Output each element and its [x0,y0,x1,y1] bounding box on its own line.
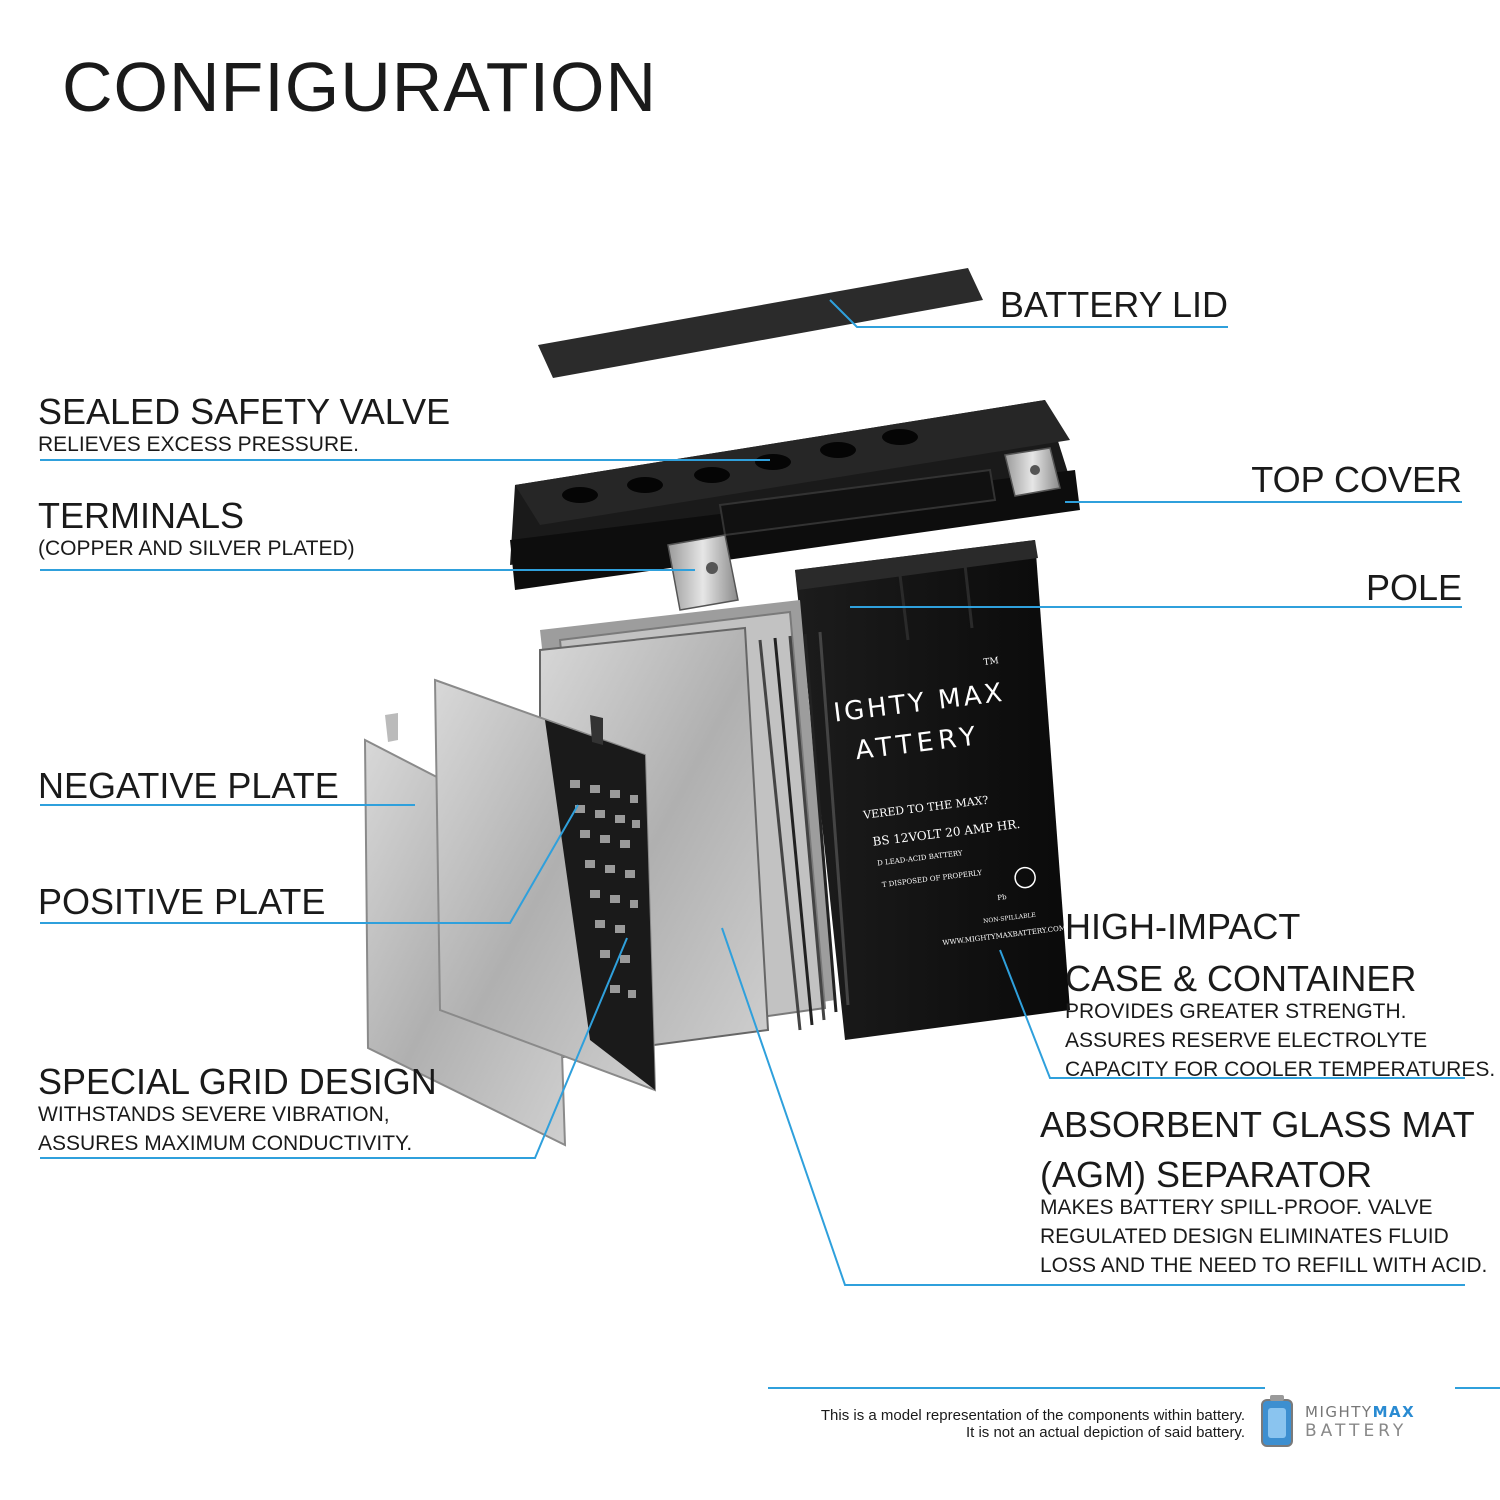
battery-lid [538,268,983,378]
brand-battery: BATTERY [1305,1421,1408,1441]
recycle-icon [1014,866,1036,889]
leader-high-impact [999,949,1465,1079]
positive-plate [433,678,657,1092]
terminal-negative [667,534,739,611]
label-pb: Pb [997,893,1008,902]
sealed-safety-valve-heading: SEALED SAFETY VALVE [38,391,451,432]
disclaimer-line-1: This is a model representation of the co… [820,1407,1245,1424]
callout-battery-lid: BATTERY LID [1000,286,1228,324]
brand-mighty: MIGHTY [1305,1403,1373,1421]
page-title: CONFIGURATION [62,48,658,126]
agm-sub-1: MAKES BATTERY SPILL-PROOF. VALVE [1040,1195,1433,1219]
leader-agm [721,927,1465,1286]
high-impact-heading-2: CASE & CONTAINER [1065,957,1417,999]
valve-caps [562,429,918,503]
positive-plate-heading: POSITIVE PLATE [38,881,326,922]
top-cover [510,400,1080,590]
high-impact-sub-2: ASSURES RESERVE ELECTROLYTE [1065,1028,1428,1052]
brand-logo: MIGHTYMAX BATTERY [1305,1405,1415,1440]
high-impact-heading-1: HIGH-IMPACT [1065,906,1301,947]
special-grid-sub-1: WITHSTANDS SEVERE VIBRATION, [38,1102,390,1126]
top-cover-heading: TOP COVER [1251,459,1462,500]
high-impact-sub-3: CAPACITY FOR COOLER TEMPERATURES. [1065,1057,1496,1081]
terminals-sub: (COPPER AND SILVER PLATED) [38,536,355,560]
special-grid-heading: SPECIAL GRID DESIGN [38,1061,437,1102]
special-grid-sub-2: ASSURES MAXIMUM CONDUCTIVITY. [38,1131,413,1155]
agm-heading-2: (AGM) SEPARATOR [1040,1153,1373,1195]
battery-icon [1261,1395,1293,1447]
grid-pattern [570,780,640,998]
agm-sub-2: REGULATED DESIGN ELIMINATES FLUID [1040,1224,1449,1248]
terminal-positive [1004,447,1061,497]
leader-positive-plate [40,804,579,924]
disclaimer: This is a model representation of the co… [820,1407,1245,1441]
leader-special-grid [40,937,628,1159]
leader-lines [40,299,1500,1389]
disclaimer-line-2: It is not an actual depiction of said ba… [965,1423,1245,1441]
battery-case [795,540,1070,1040]
callout-terminals: TERMINALS (COPPER AND SILVER PLATED) [38,497,355,564]
negative-plate-heading: NEGATIVE PLATE [38,765,339,806]
high-impact-sub-1: PROVIDES GREATER STRENGTH. [1065,999,1407,1023]
label-tm: TM [983,656,999,668]
battery-lid-heading: BATTERY LID [999,284,1228,325]
agm-sub-3: LOSS AND THE NEED TO REFILL WITH ACID. [1040,1253,1488,1277]
callout-sealed-safety-valve: SEALED SAFETY VALVE RELIEVES EXCESS PRES… [38,393,450,460]
callout-pole: POLE [1366,569,1462,607]
callout-top-cover: TOP COVER [1251,461,1462,499]
callout-negative-plate: NEGATIVE PLATE [38,767,339,805]
callout-high-impact: HIGH-IMPACT CASE & CONTAINER PROVIDES GR… [1065,908,1495,1085]
callout-agm: ABSORBENT GLASS MAT (AGM) SEPARATOR MAKE… [1040,1106,1487,1281]
terminals-heading: TERMINALS [38,495,245,536]
callout-positive-plate: POSITIVE PLATE [38,883,325,921]
callout-special-grid: SPECIAL GRID DESIGN WITHSTANDS SEVERE VI… [38,1063,437,1159]
agm-heading-1: ABSORBENT GLASS MAT [1040,1104,1475,1145]
pole-heading: POLE [1365,567,1462,608]
brand-max: MAX [1372,1403,1416,1421]
leader-battery-lid [829,299,1228,328]
sealed-safety-valve-sub: RELIEVES EXCESS PRESSURE. [38,432,359,456]
